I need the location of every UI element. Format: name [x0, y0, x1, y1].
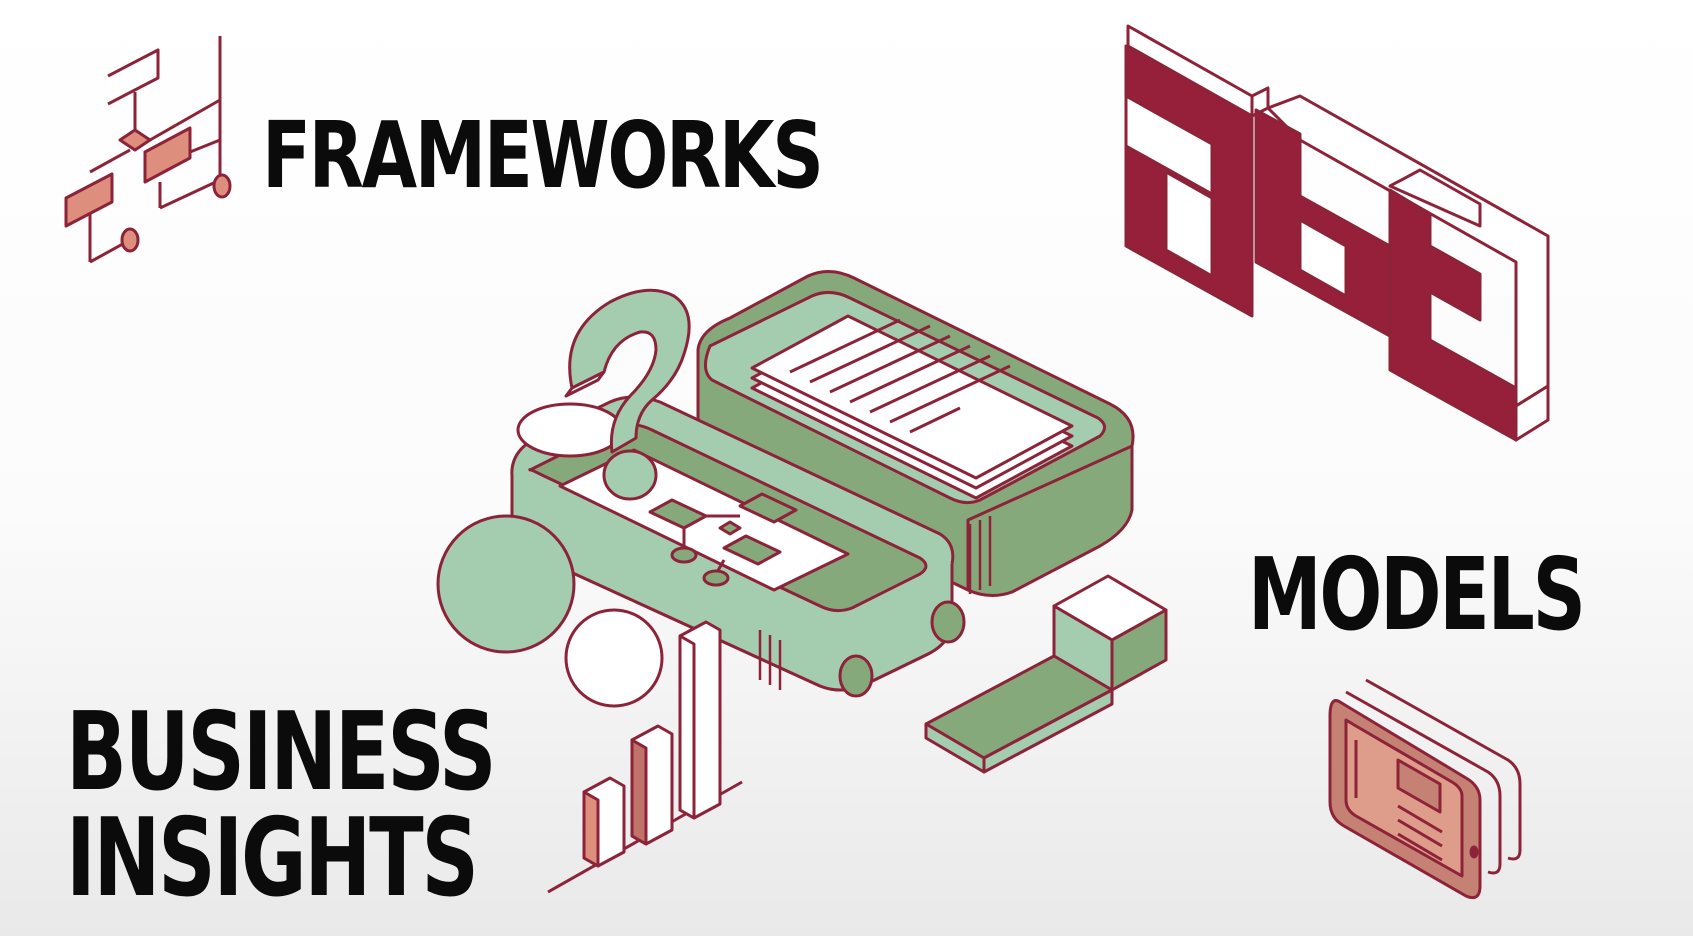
bar-chart-icon	[547, 620, 743, 894]
business-insights-line-2: INSIGHTS	[66, 795, 479, 921]
flowchart-icon	[64, 36, 232, 264]
frameworks-heading: FRAMEWORKS	[262, 102, 824, 209]
business-insights-heading: BUSINESS INSIGHTS	[66, 690, 497, 921]
central-device-illustration	[436, 270, 1135, 708]
models-heading: MODELS	[1248, 536, 1586, 653]
question-mark-icon	[564, 288, 691, 501]
tablet-icon	[1328, 678, 1522, 900]
step-blocks	[924, 574, 1168, 774]
business-insights-line-1: BUSINESS	[66, 690, 497, 815]
abt-logo	[1124, 24, 1550, 442]
